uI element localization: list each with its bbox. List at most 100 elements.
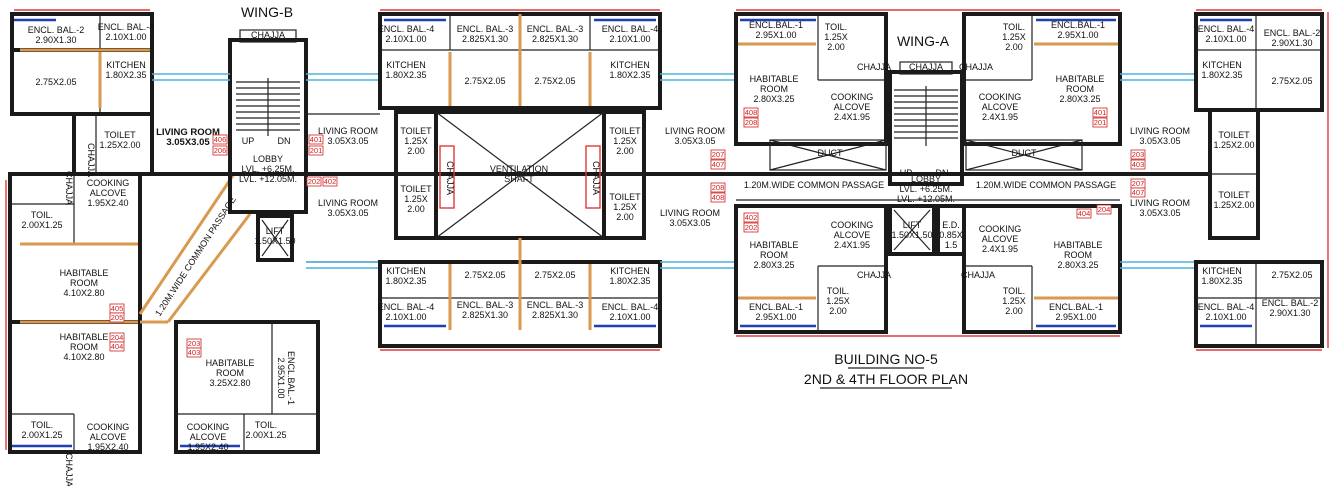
room-label-m-room-tr: 2.75X2.05 xyxy=(534,76,575,86)
svg-text:403: 403 xyxy=(188,348,201,357)
svg-text:203: 203 xyxy=(1132,150,1145,159)
unit-tag-205: 205 xyxy=(109,312,125,323)
unit-tag-407: 407 xyxy=(1130,187,1146,198)
room-label-b-passage: 1.20M.WIDE COMMON PASSAGE xyxy=(153,195,238,318)
unit-tag-201: 201 xyxy=(1092,117,1108,128)
unit-tag-204: 204 xyxy=(1096,204,1112,215)
svg-text:205: 205 xyxy=(111,313,124,322)
building-title: BUILDING NO-5 xyxy=(834,351,938,367)
unit-tag-208: 208 xyxy=(743,117,759,128)
unit-tag-401: 401 xyxy=(1092,107,1108,118)
room-label-a-passage-r: 1.20M.WIDE COMMON PASSAGE xyxy=(976,180,1116,190)
svg-text:208: 208 xyxy=(745,118,758,127)
unit-tag-203: 203 xyxy=(1130,149,1146,160)
room-label-b-dn: DN xyxy=(278,136,291,146)
room-label-b-chajja-v1: CHAJJA xyxy=(86,143,96,177)
room-label-b-chajja-stair: CHAJJA xyxy=(251,30,285,40)
svg-text:204: 204 xyxy=(111,333,124,342)
unit-tag-201: 201 xyxy=(308,145,324,156)
room-label-m-chajja-l: CHAJJA xyxy=(445,161,455,195)
room-label-a-duct-r: DUCT xyxy=(1012,148,1037,158)
unit-tag-208: 208 xyxy=(710,182,726,193)
svg-text:407: 407 xyxy=(712,160,725,169)
unit-tag-408: 408 xyxy=(743,107,759,118)
unit-tag-407: 407 xyxy=(710,159,726,170)
svg-text:402: 402 xyxy=(324,177,337,186)
svg-text:408: 408 xyxy=(745,108,758,117)
room-label-b-up: UP xyxy=(242,136,255,146)
wing-a-title: WING-A xyxy=(897,33,950,49)
room-label-a-up: UP xyxy=(900,168,913,178)
room-label-b-room-top: 2.75X2.05 xyxy=(35,77,76,87)
svg-text:403: 403 xyxy=(1132,160,1145,169)
room-label-b-encl-bal-1-v: ENCL.BAL.-12.95X1.00 xyxy=(276,351,296,405)
room-label-a-dn: DN xyxy=(936,168,949,178)
svg-text:407: 407 xyxy=(1132,188,1145,197)
room-label-m-room-br: 2.75X2.05 xyxy=(534,270,575,280)
room-label-m-room-bl: 2.75X2.05 xyxy=(464,270,505,280)
svg-text:202: 202 xyxy=(745,223,758,232)
unit-tag-202: 202 xyxy=(306,176,322,187)
unit-tag-401: 401 xyxy=(308,134,324,145)
unit-tag-203: 203 xyxy=(186,338,202,349)
unit-tag-405: 405 xyxy=(109,303,125,314)
room-label-r-room-t: 2.75X2.05 xyxy=(1271,76,1312,86)
svg-text:404: 404 xyxy=(1078,209,1091,218)
room-label-b-toil-w2: TOIL.2.00X1.25 xyxy=(21,420,62,440)
svg-text:401: 401 xyxy=(1094,108,1107,117)
room-label-r-room-b: 2.75X2.05 xyxy=(1271,270,1312,280)
svg-text:202: 202 xyxy=(308,177,321,186)
svg-text:201: 201 xyxy=(310,146,323,155)
unit-tag-207: 207 xyxy=(710,149,726,160)
room-label-a-chajja-2: CHAJJA xyxy=(909,62,943,72)
unit-tag-404: 404 xyxy=(1076,208,1092,219)
room-label-a-passage-l: 1.20M.WIDE COMMON PASSAGE xyxy=(744,180,884,190)
svg-text:401: 401 xyxy=(310,135,323,144)
unit-tag-204: 204 xyxy=(109,332,125,343)
room-label-b-chajja-v3: CHAJJA xyxy=(64,453,74,486)
svg-text:405: 405 xyxy=(111,304,124,313)
svg-text:402: 402 xyxy=(745,213,758,222)
room-label-b-chajja-v2: CHAJJA xyxy=(64,171,74,205)
